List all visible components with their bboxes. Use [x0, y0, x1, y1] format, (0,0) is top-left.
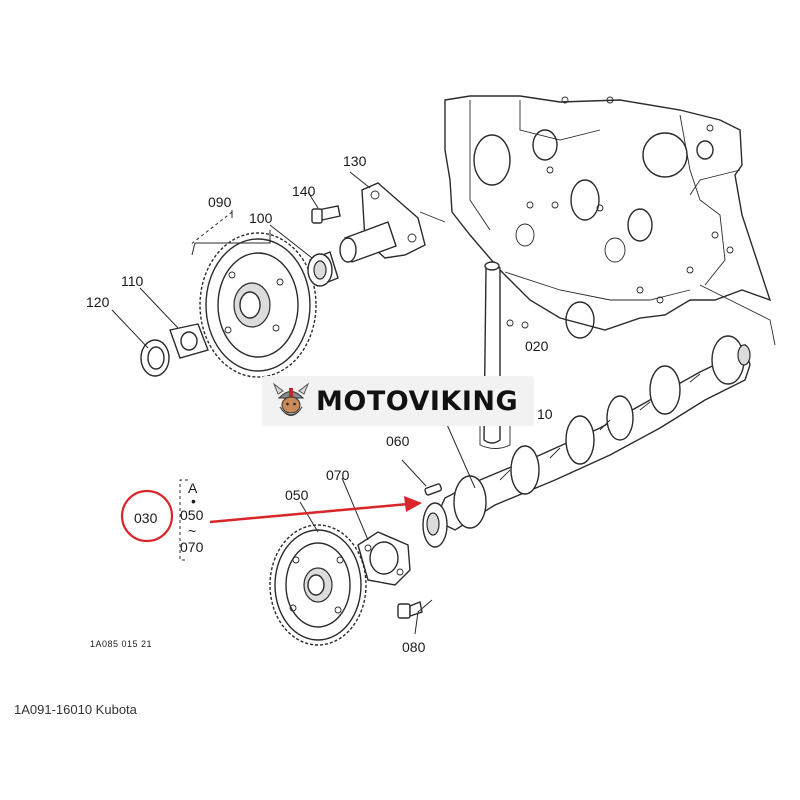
bushing-100 — [307, 251, 339, 287]
axis-line-right — [699, 284, 776, 346]
brand-watermark: MOTOVIKING — [262, 376, 534, 426]
cam-gear-050 — [269, 524, 367, 646]
viking-head-icon — [272, 382, 310, 416]
diagram-ref-code: 1A085 015 21 — [90, 639, 152, 649]
thrust-plate-070 — [357, 531, 411, 586]
group-label-050: 050 — [180, 507, 204, 523]
label-090: 090 — [208, 194, 232, 210]
highlight-circle-030 — [120, 489, 174, 543]
washer-110 — [169, 323, 209, 359]
label-110: 110 — [121, 273, 144, 289]
group-label-dot: • — [191, 493, 196, 509]
key-060 — [424, 483, 443, 496]
circlip-120 — [140, 339, 170, 377]
label-100: 100 — [249, 210, 273, 226]
brand-name: MOTOVIKING — [316, 385, 519, 417]
highlight-annotation — [120, 489, 422, 543]
label-120: 120 — [86, 294, 110, 310]
label-050-upper: 050 — [285, 487, 309, 503]
axis-line-upper — [419, 211, 446, 223]
group-label-a: A — [188, 480, 198, 496]
engine-block — [444, 95, 772, 339]
bolt-140 — [311, 205, 341, 224]
label-080: 080 — [402, 639, 426, 655]
part-caption: 1A091-16010 Kubota — [14, 702, 137, 717]
group-label-070: 070 — [180, 539, 204, 555]
camshaft — [422, 335, 751, 548]
idle-shaft-130 — [339, 182, 426, 263]
label-060: 060 — [386, 433, 410, 449]
label-070-upper: 070 — [326, 467, 350, 483]
label-010: 10 — [537, 406, 553, 422]
idle-gear-090 — [199, 232, 317, 378]
label-130: 130 — [343, 153, 367, 169]
leader-lines — [111, 171, 476, 635]
group-label-tilde: ~ — [188, 523, 196, 539]
label-020: 020 — [525, 338, 549, 354]
label-030: 030 — [134, 510, 158, 526]
label-140: 140 — [292, 183, 316, 199]
bolt-080 — [397, 601, 423, 619]
